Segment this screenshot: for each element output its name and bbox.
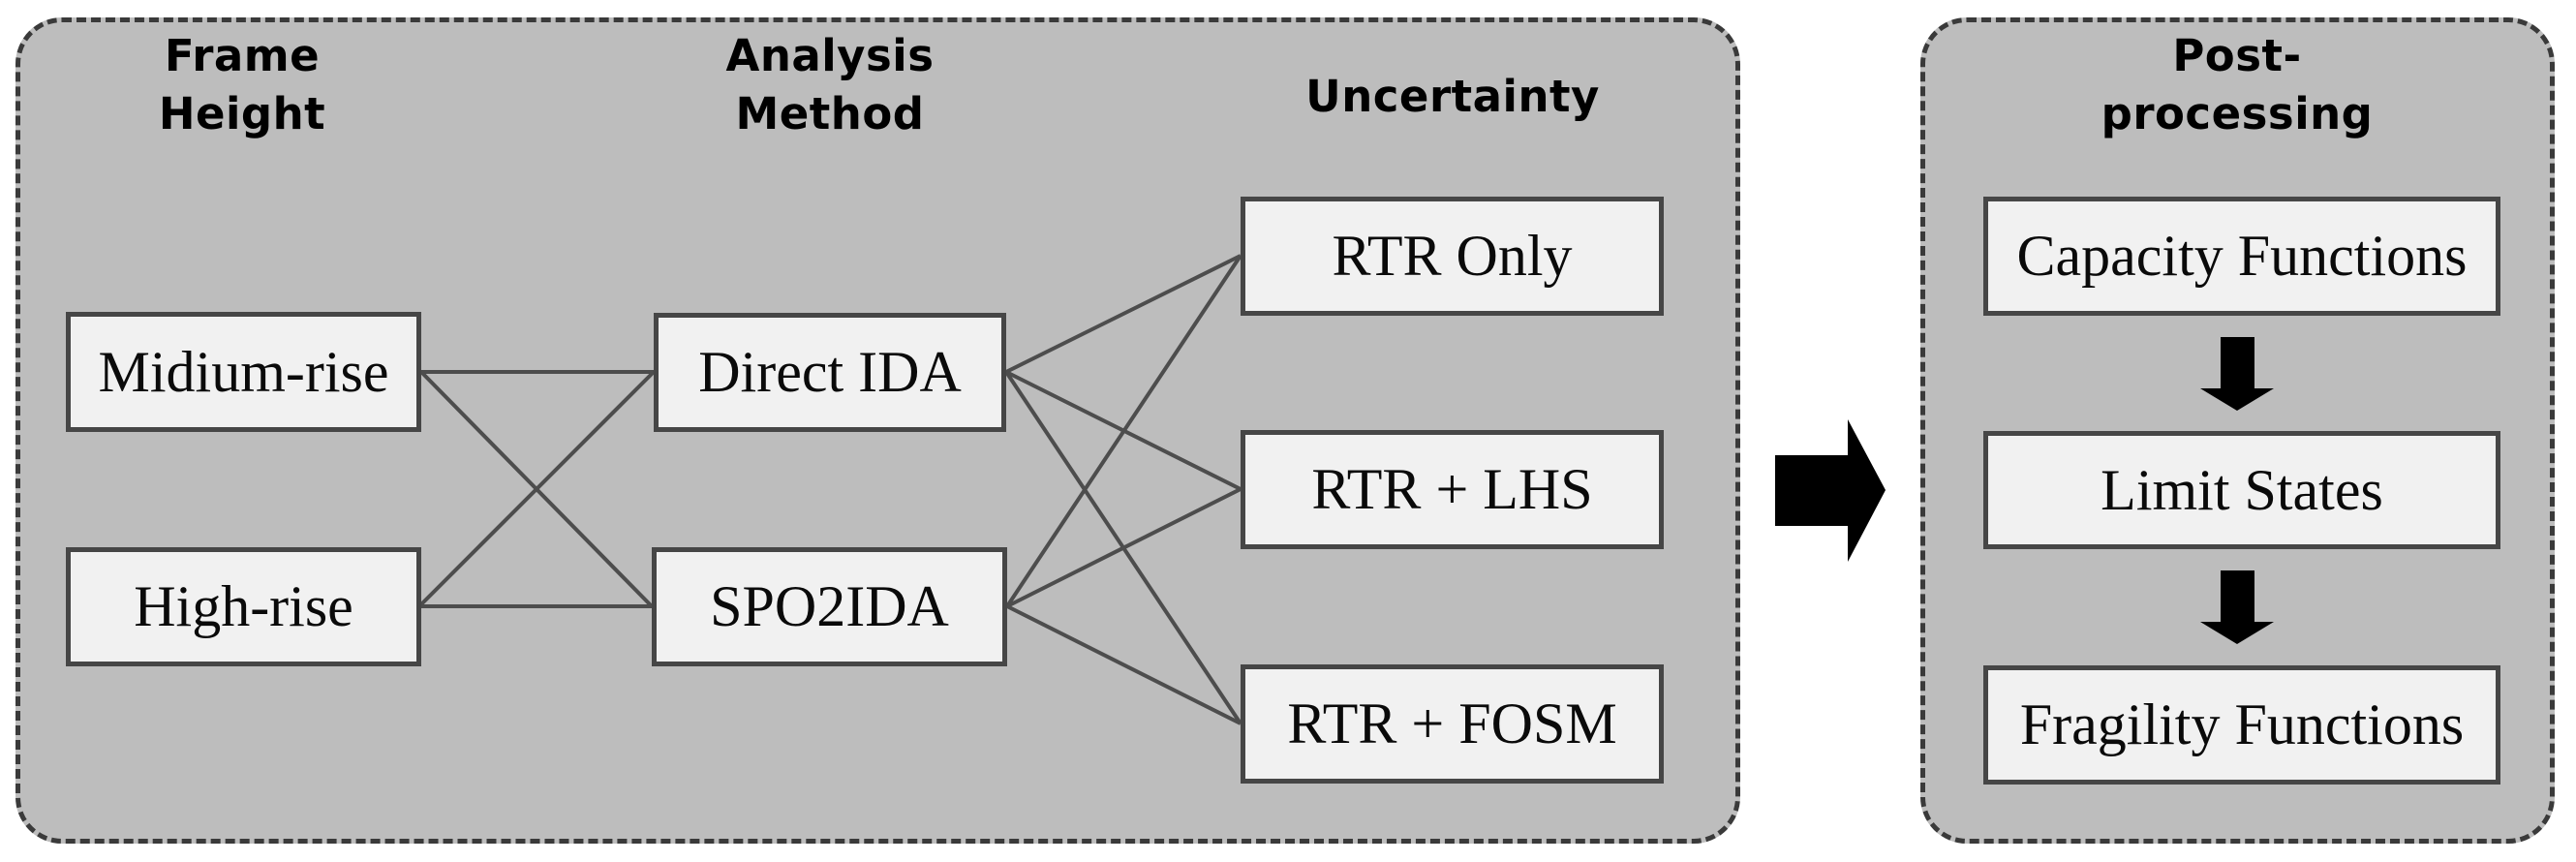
flow-right-arrow-icon: [1775, 419, 1886, 562]
column-header-frame-height: Frame Height: [158, 30, 326, 139]
node-rtr-lhs: RTR + LHS: [1241, 430, 1664, 549]
node-rtr-only: RTR Only: [1241, 197, 1664, 316]
node-direct-ida: Direct IDA: [654, 313, 1006, 432]
node-midium-rise: Midium-rise: [66, 312, 421, 432]
column-header-uncertainty: Uncertainty: [1305, 71, 1600, 122]
node-limit-states: Limit States: [1983, 431, 2500, 549]
node-rtr-fosm: RTR + FOSM: [1241, 664, 1664, 784]
node-high-rise: High-rise: [66, 547, 421, 666]
column-header-analysis-method: Analysis Method: [725, 30, 935, 139]
step-down-arrow-icon: [2200, 337, 2274, 411]
node-capacity-functions: Capacity Functions: [1983, 197, 2500, 316]
step-down-arrow-icon: [2200, 570, 2274, 644]
connector-line: [1006, 487, 1242, 608]
node-fragility-functions: Fragility Functions: [1983, 665, 2500, 785]
connector-line: [1005, 254, 1242, 374]
column-header-post-processing: Post- processing: [2101, 30, 2374, 139]
node-spo2ida: SPO2IDA: [652, 547, 1007, 666]
connector-line: [1006, 604, 1242, 725]
connector-line: [1005, 254, 1242, 608]
connector-line: [417, 370, 656, 608]
